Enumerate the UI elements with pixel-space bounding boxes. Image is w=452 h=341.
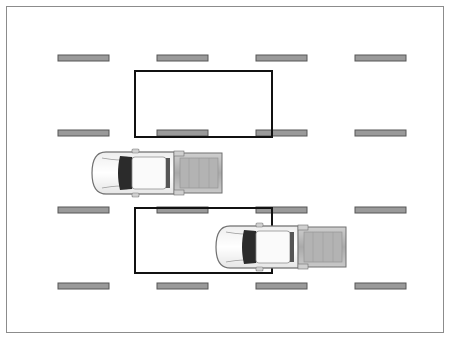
lane-row-4 (57, 282, 407, 290)
lane-marking (57, 54, 110, 62)
lane-marking (156, 54, 209, 62)
target-zone-upper (134, 70, 273, 138)
lane-marking (255, 206, 308, 214)
lane-marking (255, 282, 308, 290)
lane-marking (255, 129, 308, 137)
lane-row-1 (57, 54, 407, 62)
lane-marking (354, 129, 407, 137)
lane-row-3 (57, 206, 407, 214)
pickup-truck-icon (91, 148, 223, 198)
pickup-truck-icon (215, 222, 347, 272)
lane-marking (57, 129, 110, 137)
lane-marking (354, 54, 407, 62)
lane-marking (57, 206, 110, 214)
lane-marking (354, 206, 407, 214)
lane-marking (255, 54, 308, 62)
lane-row-2 (57, 129, 407, 137)
lane-marking (156, 282, 209, 290)
lane-marking (156, 129, 209, 137)
lane-marking (57, 282, 110, 290)
lane-marking (354, 282, 407, 290)
